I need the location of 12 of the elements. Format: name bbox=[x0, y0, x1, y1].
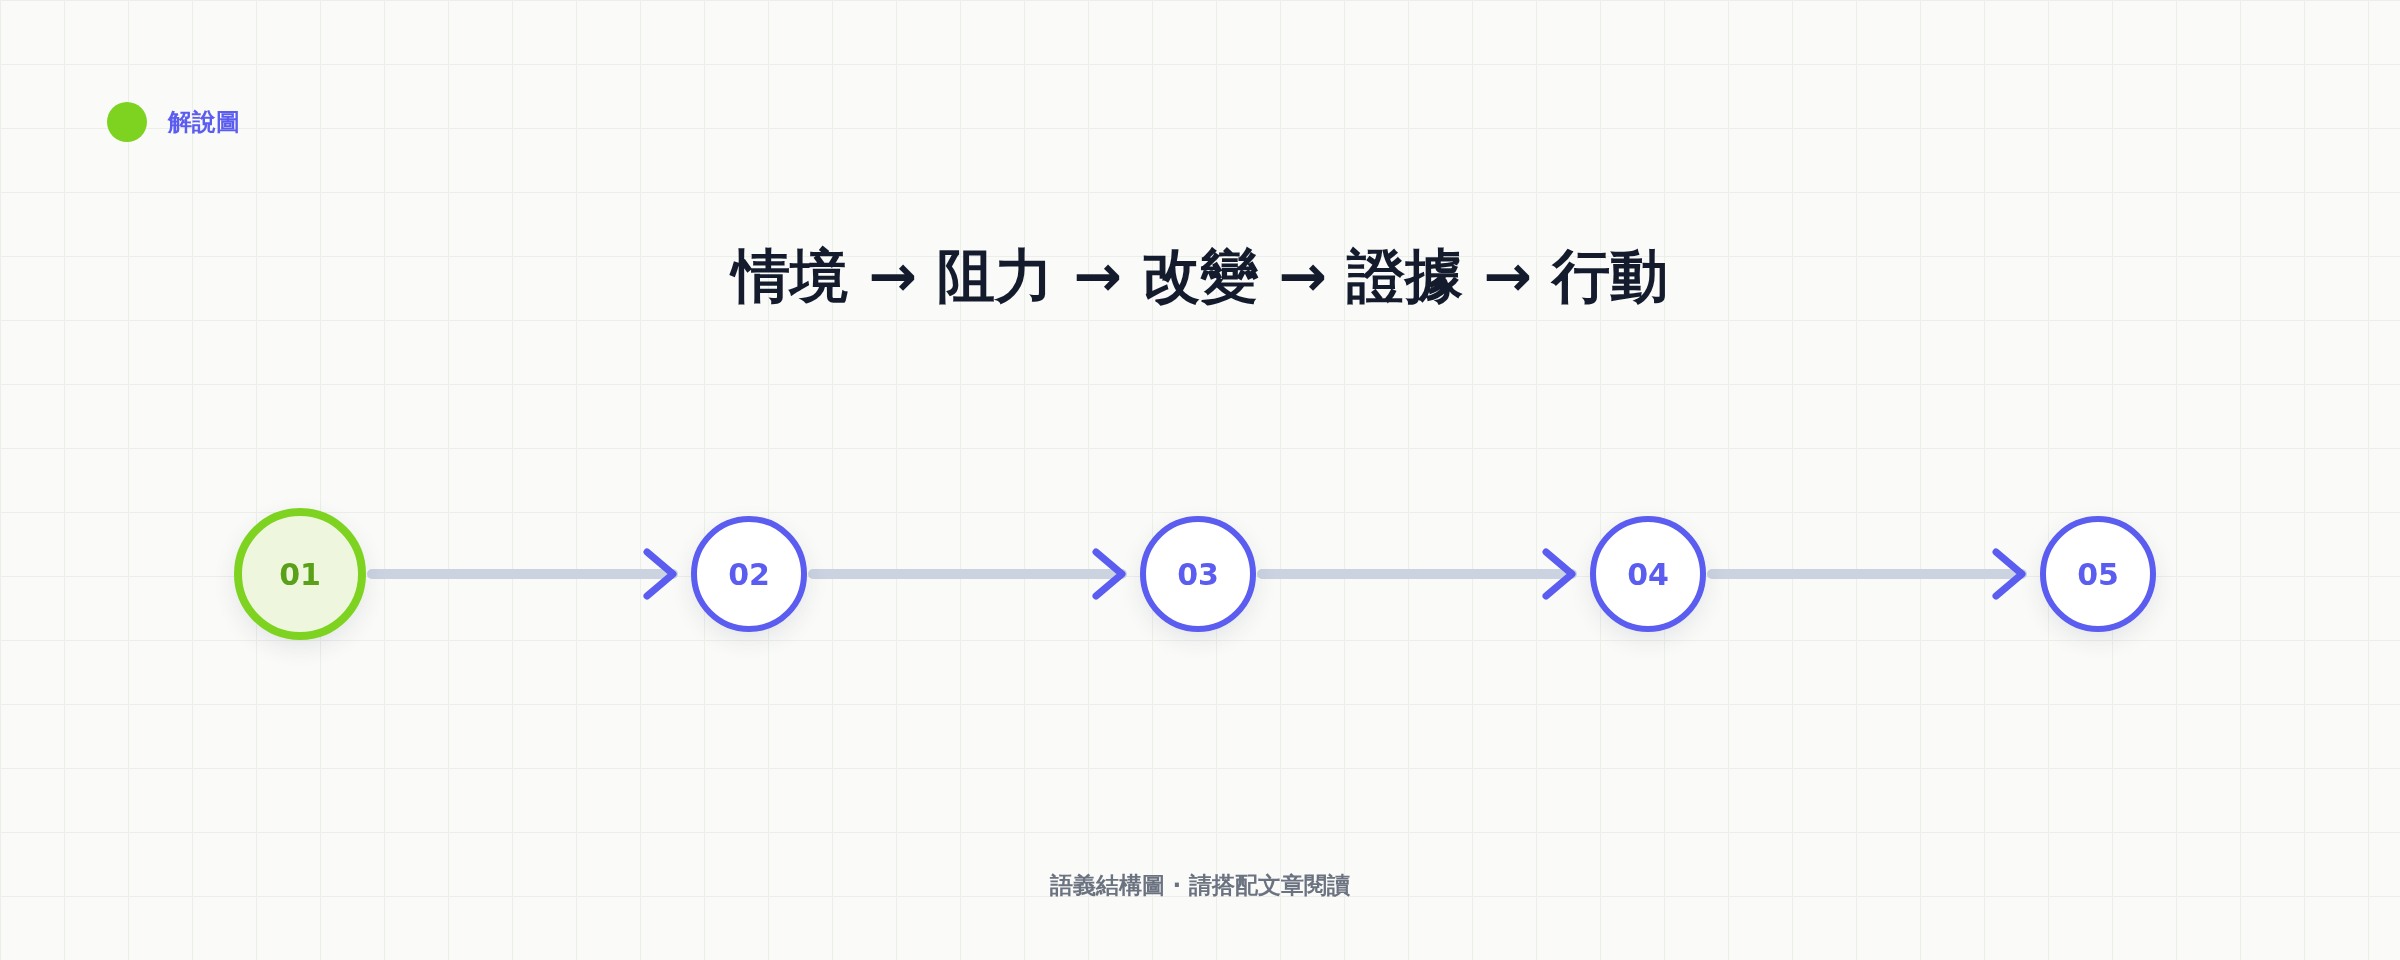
arrow bbox=[1707, 548, 2027, 600]
step-number: 04 bbox=[1627, 556, 1669, 592]
step-number: 01 bbox=[279, 556, 321, 592]
header-label: 解說圖 bbox=[168, 107, 240, 138]
arrow bbox=[367, 548, 678, 600]
arrow bbox=[808, 548, 1127, 600]
step-number: 05 bbox=[2077, 556, 2119, 592]
step-number: 02 bbox=[728, 556, 770, 592]
step-number: 03 bbox=[1177, 556, 1219, 592]
caption: 語義結構圖 · 請搭配文章閱讀 bbox=[1048, 871, 1352, 900]
arrow bbox=[1257, 548, 1577, 600]
diagram-title: 情境 → 阻力 → 改變 → 證據 → 行動 bbox=[0, 238, 2400, 316]
